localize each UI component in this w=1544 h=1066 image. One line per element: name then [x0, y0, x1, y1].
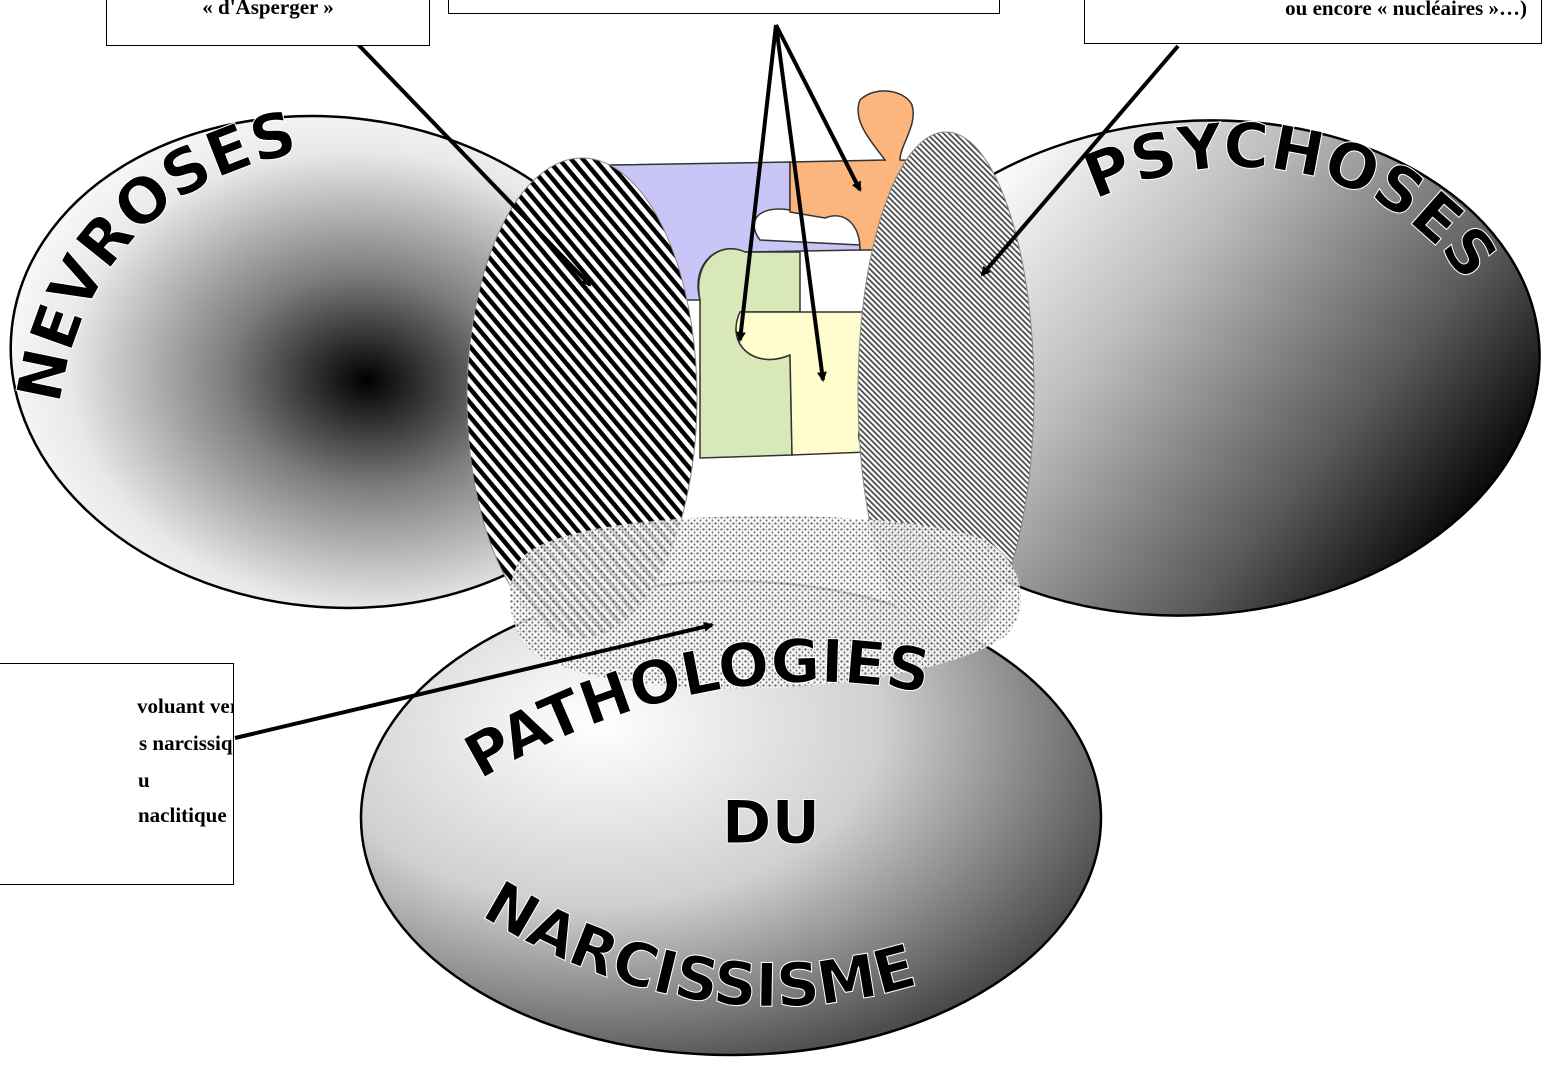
callout-psychoses-line: ou encore « nucléaires »…)	[1285, 0, 1527, 21]
callout-narcissism: voluant vers s narcissiques u naclitique	[0, 663, 234, 885]
callout-center	[448, 0, 1000, 14]
callout-narcissism-line-2: s narcissiques	[139, 731, 234, 756]
callout-asperger-line: « d'Asperger »	[107, 0, 429, 20]
narcissism-title-line2: DU	[722, 788, 821, 858]
callout-narcissism-line-3: u	[138, 768, 150, 793]
callout-psychoses: ou encore « nucléaires »…)	[1084, 0, 1542, 44]
callout-asperger: « d'Asperger »	[106, 0, 430, 46]
callout-narcissism-line-1: voluant vers	[137, 694, 234, 719]
callout-narcissism-line-4: naclitique	[138, 803, 227, 828]
